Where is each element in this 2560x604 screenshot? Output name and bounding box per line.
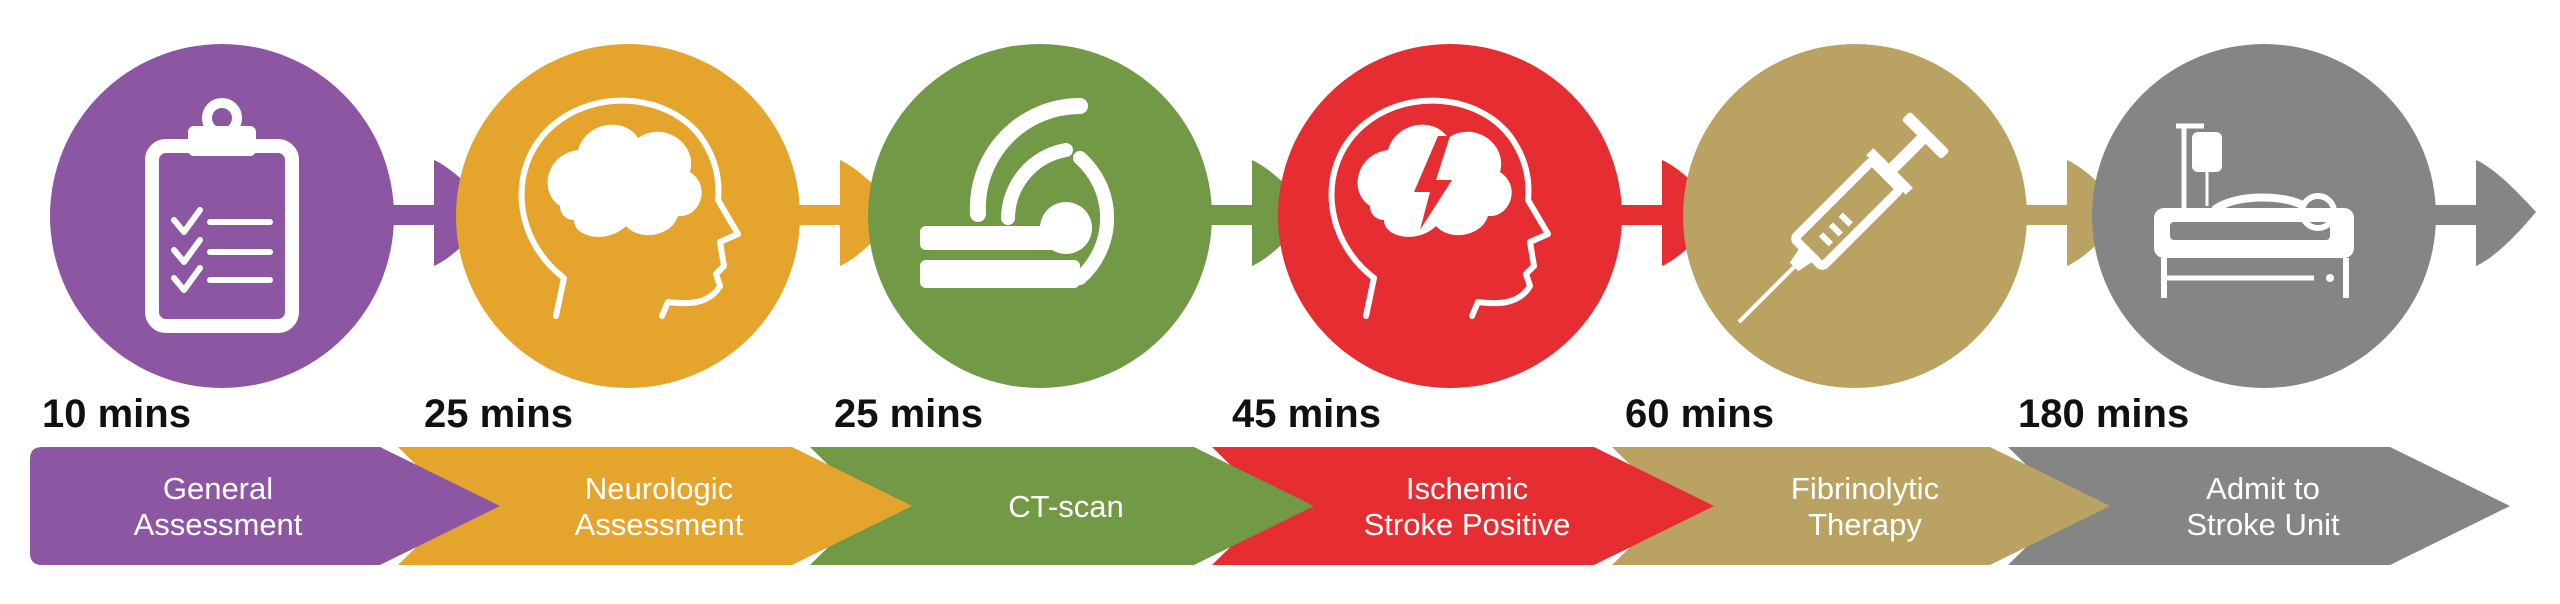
step-label-line: Assessment <box>575 507 744 542</box>
circles-layer <box>50 44 2536 388</box>
step-banner <box>30 447 500 565</box>
step-circle <box>1683 44 2027 388</box>
step-label-line: Assessment <box>134 507 303 542</box>
step-time: 25 mins <box>424 392 573 436</box>
step-label-line: General <box>163 471 273 506</box>
step-label-line: Stroke Unit <box>2186 507 2340 542</box>
step-time: 25 mins <box>834 392 983 436</box>
connector-arrow <box>2424 160 2536 266</box>
step-banner <box>1212 447 1714 565</box>
step-label-line: Therapy <box>1808 507 1922 542</box>
step-label-line: Ischemic <box>1406 471 1528 506</box>
step-label-line: Neurologic <box>585 471 733 506</box>
step-circle <box>50 44 394 388</box>
step-banner <box>398 447 912 565</box>
step-time: 45 mins <box>1232 392 1381 436</box>
step-time: 60 mins <box>1625 392 1774 436</box>
step-banner <box>2008 447 2510 565</box>
step-label-line: Stroke Positive <box>1364 507 1571 542</box>
step-label-line: CT-scan <box>1008 489 1123 524</box>
step-banner <box>1612 447 2110 565</box>
step-banner <box>810 447 1314 565</box>
step-label-line: Admit to <box>2206 471 2320 506</box>
step-time: 10 mins <box>42 392 191 436</box>
step-time: 180 mins <box>2018 392 2189 436</box>
banners-layer <box>30 447 2510 565</box>
step-circle <box>868 44 1212 388</box>
step-label-line: Fibrinolytic <box>1791 471 1939 506</box>
